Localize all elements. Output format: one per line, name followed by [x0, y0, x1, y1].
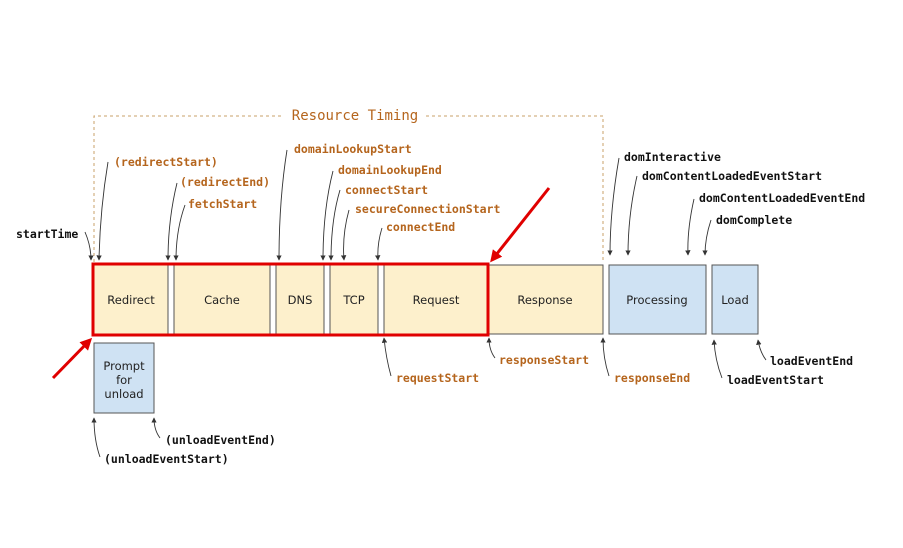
arrow-connect-end [375, 227, 383, 261]
load-box [711, 264, 759, 335]
arrow-response-end [600, 337, 610, 377]
arrow-load-event-start [711, 339, 723, 379]
arrow-domain-lookup-start [276, 149, 288, 261]
fetch-start-label: fetchStart [188, 197, 257, 211]
phase-boxes: Redirect Cache DNS TCP Request Response … [93, 264, 759, 414]
response-start-label: responseStart [499, 353, 589, 367]
red-highlight [51, 187, 551, 380]
response-label: Response [517, 293, 572, 307]
connect-start-label: connectStart [345, 183, 428, 197]
highlight-arrow-bottom-left [51, 337, 93, 380]
dom-content-loaded-event-start-label: domContentLoadedEventStart [642, 169, 822, 183]
redirect-start-label: (redirectStart) [114, 155, 218, 169]
arrow-dom-content-loaded-start [625, 175, 638, 256]
arrow-response-start [486, 337, 496, 359]
response-box [487, 264, 604, 335]
load-event-end-label: loadEventEnd [770, 354, 853, 368]
connect-end-label: connectEnd [386, 220, 455, 234]
arrow-unload-event-start [91, 417, 101, 458]
prompt-label-line1: Prompt [103, 359, 145, 373]
arrow-dom-interactive [607, 157, 620, 256]
processing-box [608, 264, 707, 335]
resource-timing-title: Resource Timing [292, 108, 418, 124]
arrow-request-start [381, 337, 392, 377]
arrow-redirect-start [96, 161, 109, 261]
unload-event-start-label: (unloadEventStart) [104, 452, 229, 466]
arrow-load-event-end [756, 339, 767, 361]
domain-lookup-end-label: domainLookupEnd [338, 163, 442, 177]
request-label: Request [413, 293, 460, 307]
tcp-label: TCP [342, 293, 364, 307]
arrow-unload-event-end [151, 417, 161, 439]
event-arrows [84, 149, 767, 458]
unload-event-end-label: (unloadEventEnd) [165, 433, 276, 447]
dom-complete-label: domComplete [716, 213, 792, 227]
arrow-connect-start [328, 189, 341, 261]
arrow-dom-complete [702, 219, 712, 256]
dns-box [275, 264, 325, 335]
prompt-for-unload-box [93, 342, 155, 414]
load-event-start-label: loadEventStart [727, 373, 824, 387]
resource-timing-bracket: Resource Timing [93, 108, 604, 262]
dom-interactive-label: domInteractive [624, 150, 721, 164]
arrow-domain-lookup-end [320, 170, 334, 261]
arrow-start-time [84, 231, 94, 261]
arrow-dom-content-loaded-end [685, 198, 695, 256]
arrow-fetch-start [173, 204, 186, 261]
load-label: Load [721, 293, 749, 307]
highlight-rectangle [91, 262, 490, 337]
redirect-label: Redirect [107, 293, 155, 307]
arrow-secure-connection-start [340, 209, 350, 261]
request-start-label: requestStart [396, 371, 479, 385]
event-labels: startTime (redirectStart) (redirectEnd) … [16, 142, 865, 466]
secure-connection-start-label: secureConnectionStart [355, 202, 500, 216]
highlight-arrow-top-right [490, 187, 551, 263]
domain-lookup-start-label: domainLookupStart [294, 142, 412, 156]
dns-label: DNS [288, 293, 313, 307]
redirect-end-label: (redirectEnd) [180, 175, 270, 189]
start-time-label: startTime [16, 227, 78, 241]
processing-label: Processing [626, 293, 687, 307]
prompt-label-line3: unload [104, 387, 143, 401]
arrow-redirect-end [165, 182, 178, 261]
dom-content-loaded-event-end-label: domContentLoadedEventEnd [699, 191, 865, 205]
prompt-label-line2: for [116, 373, 132, 387]
cache-label: Cache [204, 293, 240, 307]
redirect-box [93, 264, 169, 335]
response-end-label: responseEnd [614, 371, 690, 385]
